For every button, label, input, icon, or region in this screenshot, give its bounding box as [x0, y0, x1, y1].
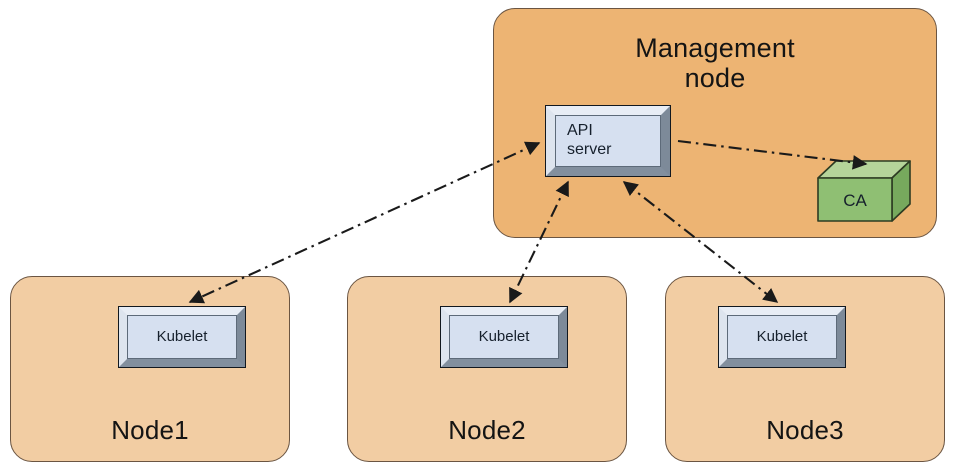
kubelet-box-3[interactable]: Kubelet: [718, 306, 846, 368]
worker-node-zone-1[interactable]: Node1: [10, 276, 290, 462]
kubelet-face-3: Kubelet: [727, 315, 837, 359]
worker-node-zone-3[interactable]: Node3: [665, 276, 945, 462]
management-node-label: Management node: [635, 33, 795, 94]
kubelet-label-2: Kubelet: [478, 328, 530, 346]
worker-node-label-3: Node3: [766, 414, 844, 445]
kubelet-bevel-3: [719, 307, 845, 367]
ca-label-text: CA: [843, 191, 867, 210]
api-server-bevel: [546, 106, 670, 176]
api-server-face: API server: [555, 115, 661, 167]
api-server-box[interactable]: API server: [545, 105, 671, 177]
worker-node-label-1: Node1: [111, 414, 189, 445]
kubelet-box-1[interactable]: Kubelet: [118, 306, 246, 368]
kubelet-bevel-2: [441, 307, 567, 367]
kubelet-label-3: Kubelet: [756, 328, 808, 346]
ca-cuboid-icon: CA: [817, 160, 911, 222]
worker-node-zone-2[interactable]: Node2: [347, 276, 627, 462]
api-server-label: API server: [567, 122, 612, 158]
worker-node-label-2: Node2: [448, 414, 526, 445]
kubelet-face-1: Kubelet: [127, 315, 237, 359]
kubelet-box-2[interactable]: Kubelet: [440, 306, 568, 368]
kubelet-face-2: Kubelet: [449, 315, 559, 359]
kubelet-label-1: Kubelet: [156, 328, 208, 346]
kubelet-bevel-1: [119, 307, 245, 367]
ca-box[interactable]: CA: [817, 160, 911, 222]
